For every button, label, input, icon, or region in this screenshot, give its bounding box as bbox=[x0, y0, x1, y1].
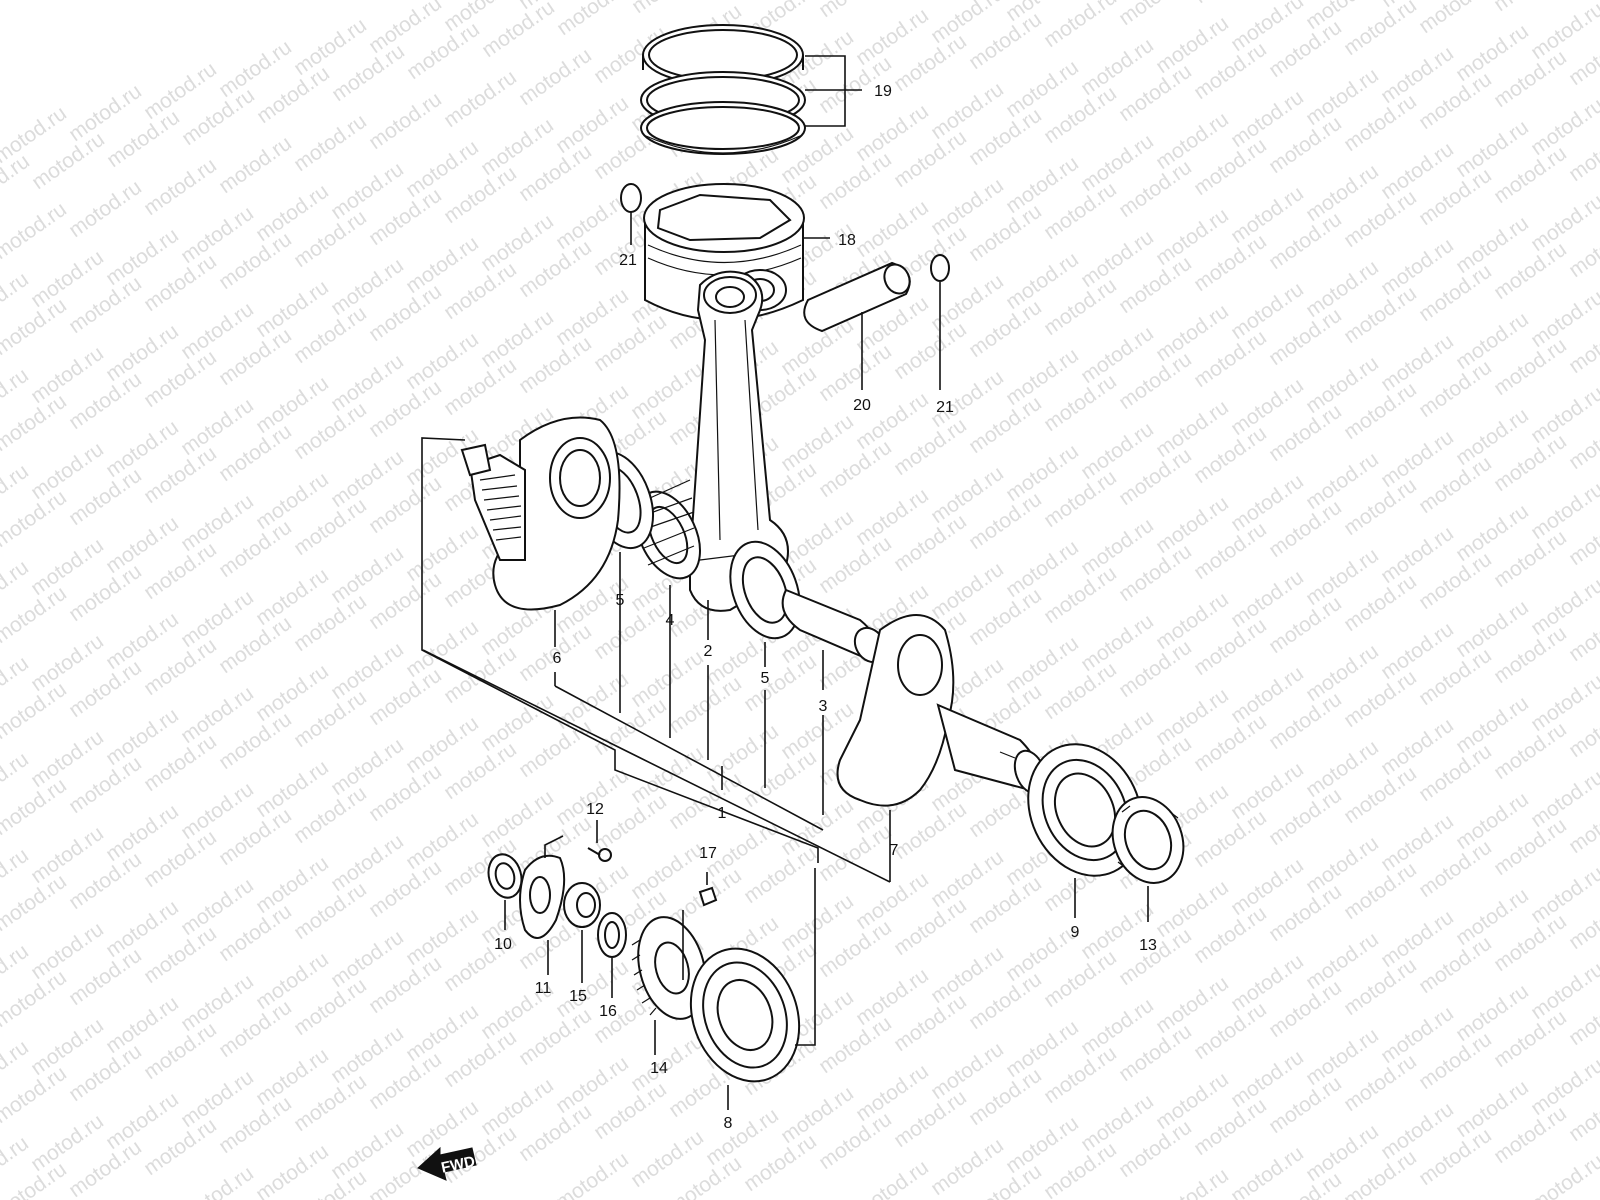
watermark-text: motod.ru bbox=[1527, 1150, 1600, 1200]
callout-3: 3 bbox=[819, 698, 828, 715]
callout-21-lower: 21 bbox=[936, 399, 954, 416]
connecting-rod bbox=[689, 270, 789, 612]
callout-10: 10 bbox=[494, 936, 512, 953]
left-flywheel bbox=[460, 416, 621, 611]
callout-15: 15 bbox=[569, 988, 587, 1005]
callout-5-left: 5 bbox=[616, 592, 625, 609]
seal-retainer-plate bbox=[519, 854, 566, 975]
watermark-text: motod.ru bbox=[0, 150, 34, 216]
watermark-text: motod.ru bbox=[0, 198, 71, 264]
watermark-text: motod.ru bbox=[215, 132, 296, 198]
watermark-text: motod.ru bbox=[1415, 0, 1496, 38]
watermark-text: motod.ru bbox=[815, 0, 896, 22]
piston-rings bbox=[640, 24, 806, 155]
watermark-text: motod.ru bbox=[1115, 0, 1196, 30]
callout-18: 18 bbox=[838, 232, 856, 249]
callout-14: 14 bbox=[650, 1060, 668, 1077]
callout-1: 1 bbox=[718, 805, 727, 822]
callout-21-upper: 21 bbox=[619, 252, 637, 269]
piston-pin bbox=[803, 261, 911, 333]
thrust-washer-right bbox=[729, 540, 801, 640]
callout-8: 8 bbox=[724, 1115, 733, 1132]
watermark-text: motod.ru bbox=[140, 154, 221, 220]
callout-4: 4 bbox=[666, 612, 675, 629]
left-ball-bearing bbox=[689, 947, 801, 1083]
callout-11: 11 bbox=[535, 980, 552, 997]
watermark-text: motod.ru bbox=[1190, 0, 1271, 8]
watermark-text: motod.ru bbox=[552, 1148, 633, 1200]
crankshaft-gear bbox=[631, 916, 707, 1020]
oil-seal bbox=[487, 853, 523, 899]
watermark-text: motod.ru bbox=[1340, 0, 1421, 60]
fwd-arrow-icon: FWD bbox=[417, 1146, 477, 1181]
callout-7: 7 bbox=[890, 842, 899, 859]
watermark-text: motod.ru bbox=[1227, 1142, 1308, 1200]
callout-2: 2 bbox=[704, 643, 713, 660]
watermark-text: motod.ru bbox=[515, 44, 596, 110]
watermark-text: motod.ru bbox=[290, 110, 371, 176]
watermark-text: motod.ru bbox=[177, 1162, 258, 1200]
gear-key bbox=[698, 886, 718, 907]
callout-16: 16 bbox=[599, 1003, 617, 1020]
watermark-text: motod.ru bbox=[1490, 0, 1571, 16]
fwd-label: FWD bbox=[440, 1153, 477, 1177]
circlip-right bbox=[930, 254, 950, 282]
crankshaft-nut bbox=[1111, 796, 1185, 884]
lower-bracket bbox=[795, 868, 816, 1046]
watermark-text: motod.ru bbox=[628, 0, 709, 18]
callout-13: 13 bbox=[1139, 937, 1157, 954]
watermark-text: motod.ru bbox=[1040, 0, 1121, 52]
watermark-text: motod.ru bbox=[553, 0, 634, 40]
callout-5-right: 5 bbox=[761, 670, 770, 687]
callout-20: 20 bbox=[853, 397, 871, 414]
assembly-bracket bbox=[421, 437, 891, 883]
watermark-text: motod.ru bbox=[440, 66, 521, 132]
callout-19: 19 bbox=[874, 83, 892, 100]
shim-washer bbox=[597, 912, 627, 958]
watermark-text: motod.ru bbox=[1152, 1164, 1233, 1200]
piston bbox=[643, 183, 805, 321]
callout-6: 6 bbox=[553, 650, 562, 667]
callout-17: 17 bbox=[699, 845, 717, 862]
callout-9: 9 bbox=[1071, 924, 1080, 941]
callout-12: 12 bbox=[586, 801, 604, 818]
watermark-text: motod.ru bbox=[852, 1156, 933, 1200]
circlip-left bbox=[620, 183, 642, 213]
plate-screw bbox=[587, 847, 612, 862]
watermark-text: motod.ru bbox=[365, 88, 446, 154]
spacer-collar bbox=[563, 882, 601, 928]
watermark-text: motod.ru bbox=[65, 176, 146, 242]
